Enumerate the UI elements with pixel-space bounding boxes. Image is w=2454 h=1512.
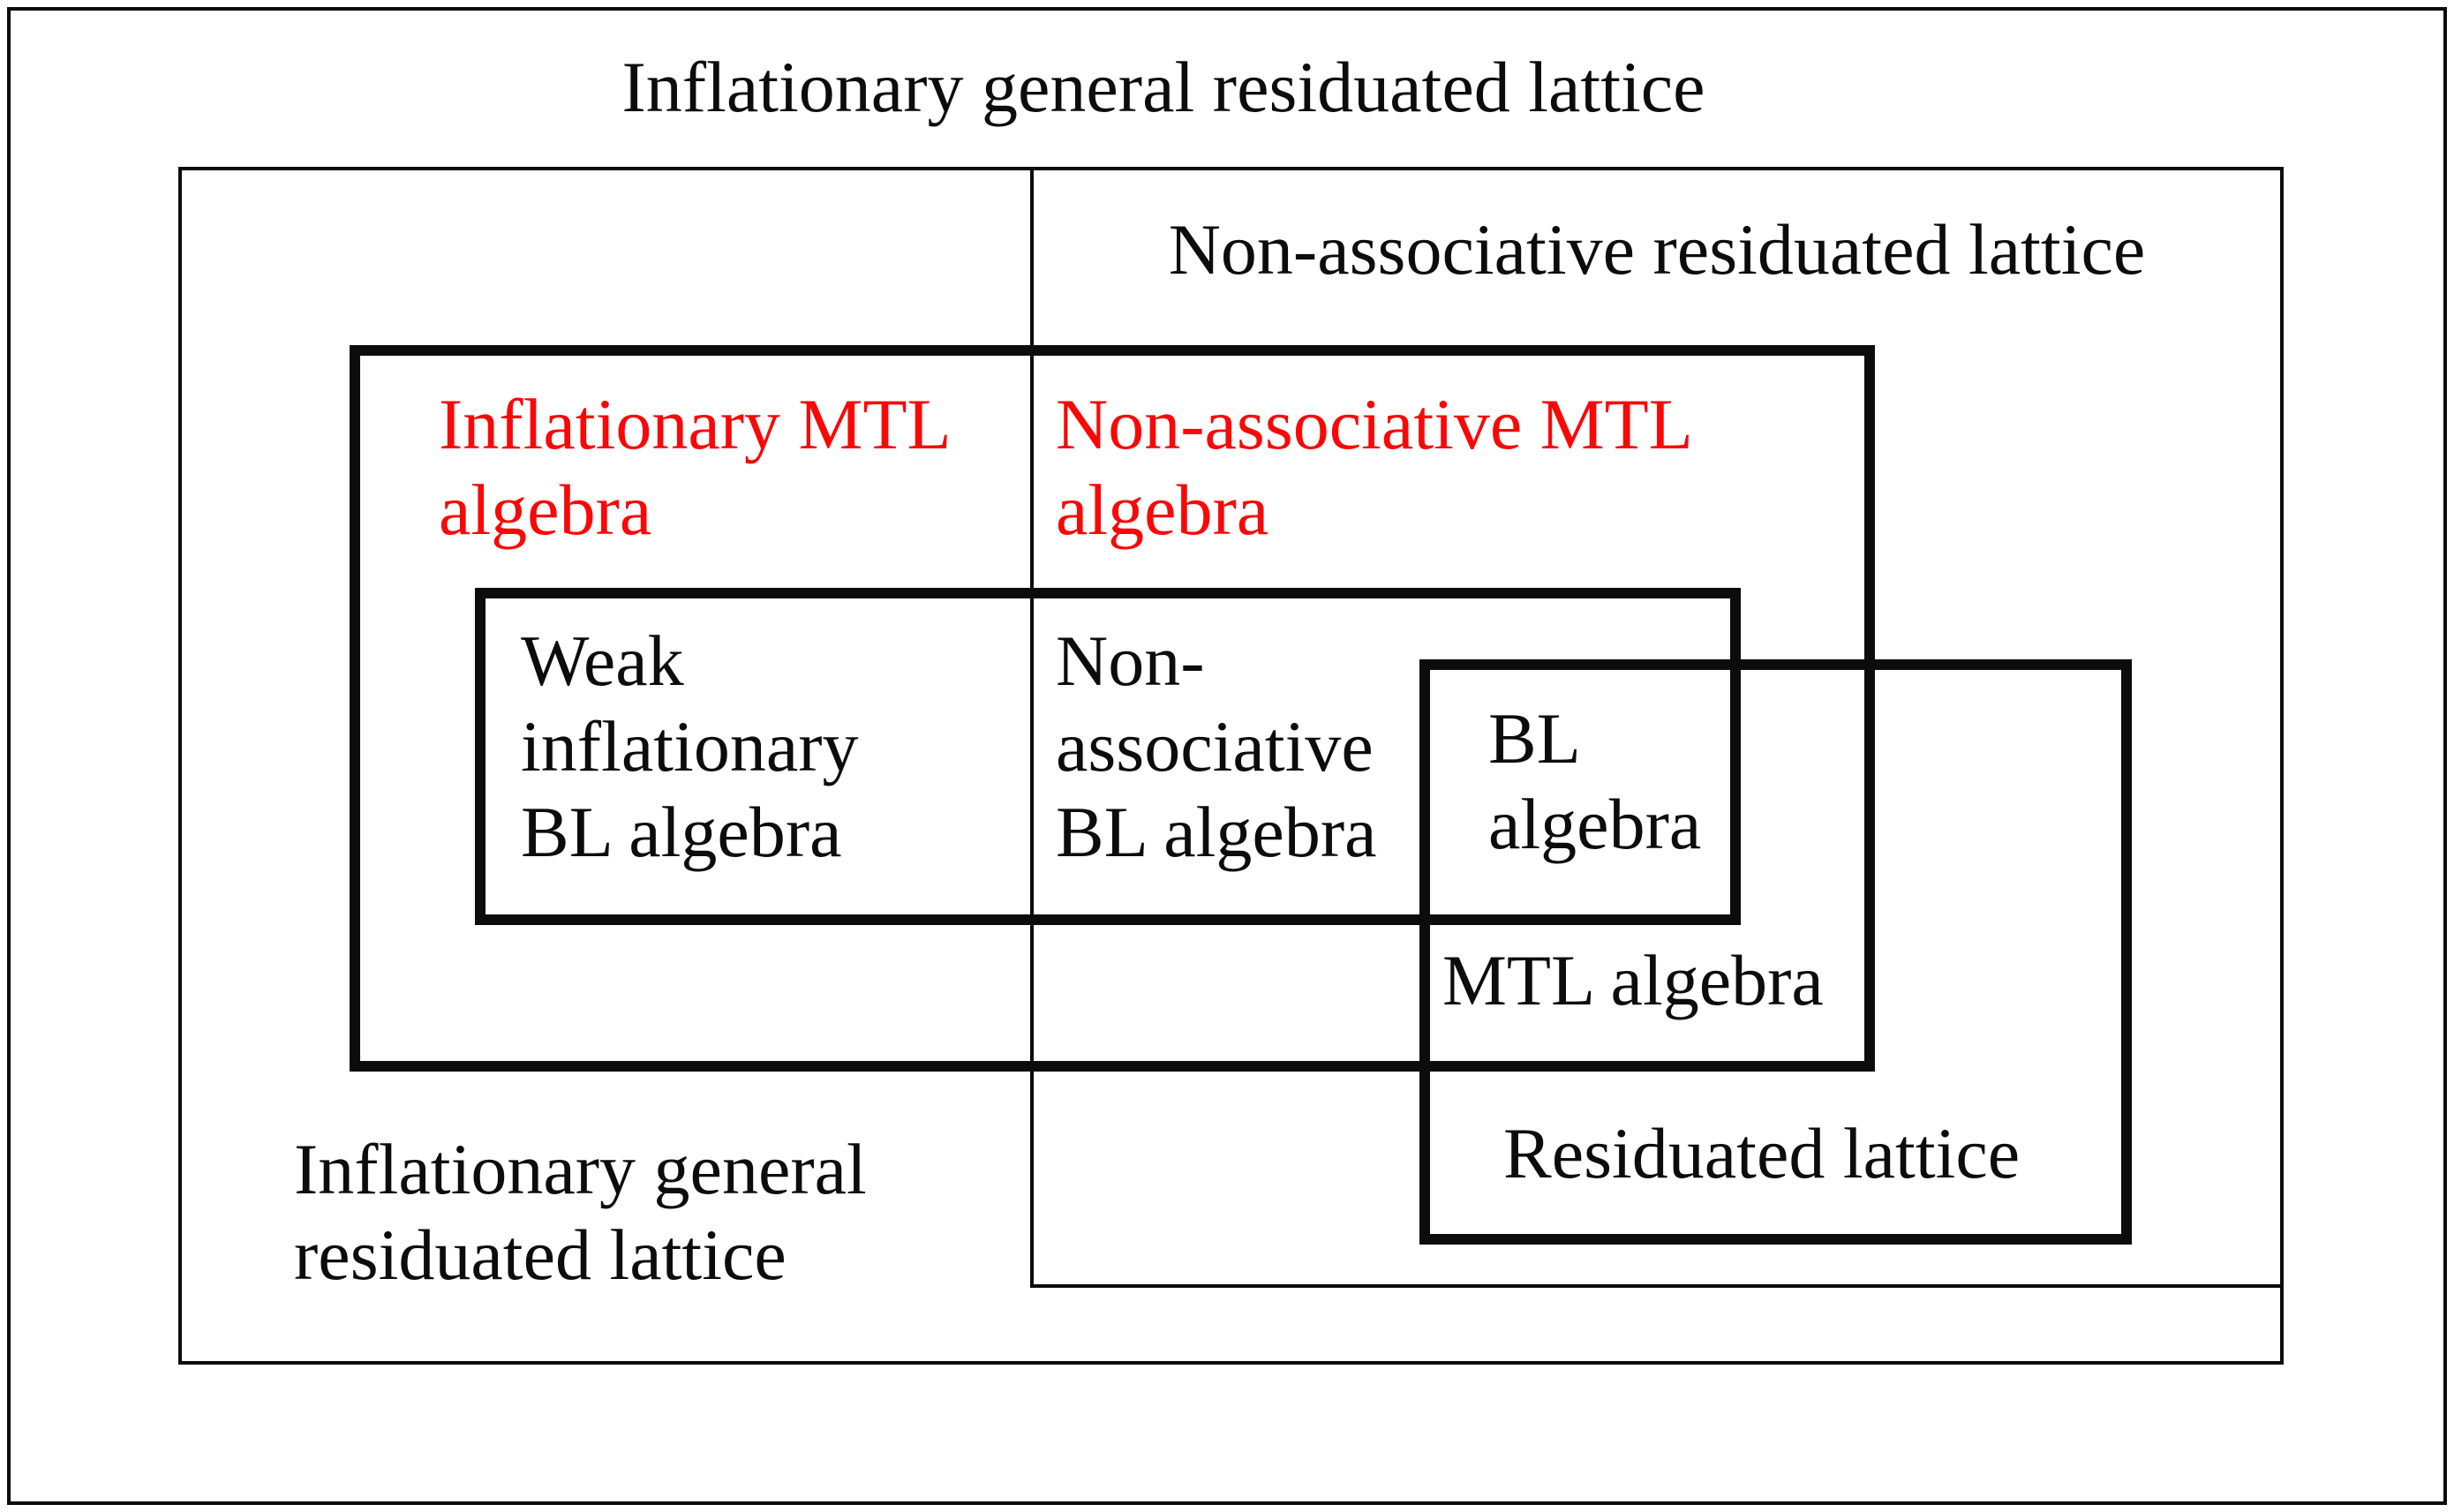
label-non-associative-residuated-lattice: Non-associative residuated lattice [1168,209,2146,290]
box-mtl-algebras [350,345,1875,1072]
label-non-associative-mtl-algebra: Non-associative MTL algebra [1056,384,1693,550]
outer-frame-box [7,7,2447,1505]
label-inflationary-mtl-algebra: Inflationary MTL algebra [439,384,952,550]
label-inflationary-general-residuated-lattice-bottom: Inflationary general residuated lattice [294,1129,867,1295]
label-mtl-algebra: MTL algebra [1442,940,1824,1020]
label-bl-algebra: BL algebra [1488,698,1702,864]
label-weak-inflationary-bl-algebra: Weak inflationary BL algebra [521,621,859,872]
label-non-associative-bl-algebra: Non- associative BL algebra [1056,621,1377,872]
label-residuated-lattice: Residuated lattice [1503,1113,2021,1193]
label-inflationary-general-residuated-lattice-title: Inflationary general residuated lattice [621,47,1705,127]
box-residuated-lattice [1419,659,2132,1245]
box-non-associative-residuated-lattice [1030,167,2284,1288]
